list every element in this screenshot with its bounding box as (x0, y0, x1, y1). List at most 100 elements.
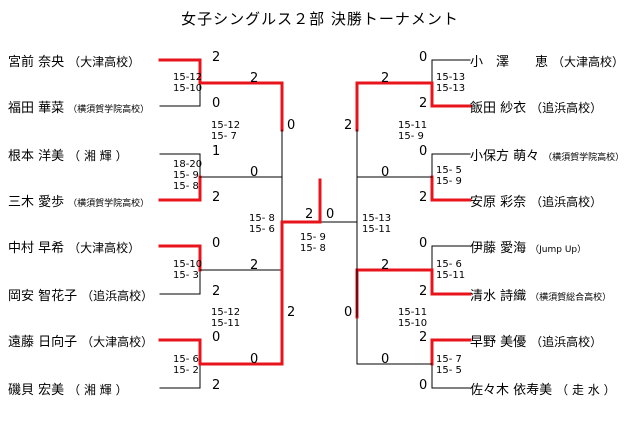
player-team: （横須賀学院高校） (68, 199, 150, 209)
player-name: 飯田 紗衣 (470, 101, 527, 116)
player-name: 遠藤 日向子 (8, 335, 78, 350)
game-score: 15- 9 (173, 170, 199, 181)
score-right-r1: 2 (419, 330, 428, 345)
player-team: （ 走 水 ） (556, 383, 616, 397)
game-score: 15-13 (436, 83, 466, 94)
player-team: （大津高校） (68, 241, 141, 255)
player-team: （大津高校） (68, 55, 141, 69)
player-team: （横須賀学院高校） (68, 105, 150, 115)
game-score: 15-12 (211, 307, 241, 318)
score-right-r2: 2 (381, 258, 390, 273)
player-name: 安原 彩奈 (470, 195, 527, 210)
game-score: 15-13 (436, 72, 466, 83)
player-name: 岡安 智花子 (8, 289, 78, 304)
player-name: 福田 華菜 (8, 101, 65, 116)
player-left-3: 根本 洋美（ 湘 輝 ） (8, 145, 128, 164)
score-left-r1: 0 (212, 236, 221, 251)
player-name: 中村 早希 (8, 241, 65, 256)
score-left-r1: 0 (212, 330, 221, 345)
player-right-1: 小 澤 恵（大津高校） (470, 51, 624, 70)
player-name: 根本 洋美 (8, 149, 65, 164)
player-team: （追浜高校） (530, 195, 603, 209)
player-left-8: 磯貝 宏美（ 湘 輝 ） (8, 379, 128, 398)
game-score: 15- 8 (249, 213, 275, 224)
player-left-7: 遠藤 日向子（大津高校） (8, 331, 153, 350)
game-score: 15- 9 (398, 131, 424, 142)
player-left-6: 岡安 智花子（追浜高校） (8, 285, 153, 304)
score-left-r1: 0 (212, 96, 221, 111)
player-name: 清水 詩織 (470, 289, 527, 304)
score-left-r2: 2 (250, 71, 259, 86)
game-score: 15-13 (362, 213, 392, 224)
game-score: 15- 3 (173, 270, 199, 281)
game-score: 15-11 (211, 318, 241, 329)
game-score: 15- 7 (436, 354, 462, 365)
player-right-8: 佐々木 依寿美（ 走 水 ） (470, 379, 616, 398)
player-right-3: 小保方 萌々（横須賀学院高校） (470, 145, 624, 164)
game-score: 15- 9 (436, 176, 462, 187)
score-right-r2: 0 (381, 352, 390, 367)
score-right-r1: 2 (419, 190, 428, 205)
game-score: 15- 2 (173, 365, 199, 376)
player-left-4: 三木 愛歩（横須賀学院高校） (8, 191, 149, 210)
score-left-r1: 2 (212, 190, 221, 205)
score-left-r2: 0 (250, 352, 259, 367)
game-score: 15-11 (362, 224, 392, 235)
game-score: 15- 6 (249, 224, 275, 235)
score-left-r1: 2 (212, 378, 221, 393)
game-score: 15-10 (173, 259, 203, 270)
game-score: 15-12 (173, 72, 203, 83)
score-left-r1: 1 (212, 144, 221, 159)
score-left-r2: 0 (250, 165, 259, 180)
game-score: 15- 6 (173, 354, 199, 365)
score-right-r1: 0 (419, 50, 428, 65)
score-final-left: 2 (305, 207, 314, 222)
game-score: 15- 7 (211, 131, 237, 142)
score-right-r1: 0 (419, 144, 428, 159)
player-team: （追浜高校） (530, 335, 603, 349)
player-team: （ 湘 輝 ） (68, 149, 128, 163)
game-score: 15- 5 (436, 165, 462, 176)
player-left-5: 中村 早希（大津高校） (8, 237, 140, 256)
game-score: 15- 5 (436, 365, 462, 376)
score-left-r1: 2 (212, 50, 221, 65)
score-right-r3: 0 (344, 305, 353, 320)
score-right-r1: 2 (419, 284, 428, 299)
player-right-4: 安原 彩奈（追浜高校） (470, 191, 602, 210)
game-score: 15-11 (436, 270, 466, 281)
score-right-r1: 2 (419, 96, 428, 111)
score-right-r3: 2 (344, 118, 353, 133)
player-left-2: 福田 華菜（横須賀学院高校） (8, 97, 149, 116)
player-left-1: 宮前 奈央（大津高校） (8, 51, 140, 70)
player-name: 宮前 奈央 (8, 55, 65, 70)
game-score: 18-20 (173, 159, 203, 170)
score-right-r1: 0 (419, 378, 428, 393)
score-right-r2: 0 (381, 165, 390, 180)
game-score: 15- 8 (173, 181, 199, 192)
player-name: 伊藤 愛海 (470, 241, 527, 256)
player-name: 佐々木 依寿美 (470, 383, 553, 398)
player-right-2: 飯田 紗衣（追浜高校） (470, 97, 602, 116)
game-score: 15-11 (398, 307, 428, 318)
game-score: 15-10 (398, 318, 428, 329)
score-right-r2: 2 (381, 71, 390, 86)
player-right-5: 伊藤 愛海（Jump Up） (470, 237, 586, 256)
score-left-r1: 2 (212, 284, 221, 299)
player-name: 早野 美優 (470, 335, 527, 350)
player-team: （追浜高校） (81, 289, 154, 303)
player-team: （大津高校） (552, 55, 625, 69)
page-title: 女子シングルス２部 決勝トーナメント (181, 10, 459, 28)
player-team: （ 湘 輝 ） (68, 383, 128, 397)
game-score: 15-12 (211, 120, 241, 131)
game-score: 15- 8 (300, 243, 326, 254)
player-team: （Jump Up） (530, 245, 587, 255)
game-score: 15- 9 (300, 232, 326, 243)
player-right-6: 清水 詩織（横須賀総合高校） (470, 285, 611, 304)
player-name: 磯貝 宏美 (8, 383, 65, 398)
score-right-r1: 0 (419, 236, 428, 251)
game-score: 15-10 (173, 83, 203, 94)
player-team: （大津高校） (81, 335, 154, 349)
player-team: （横須賀総合高校） (530, 293, 612, 303)
